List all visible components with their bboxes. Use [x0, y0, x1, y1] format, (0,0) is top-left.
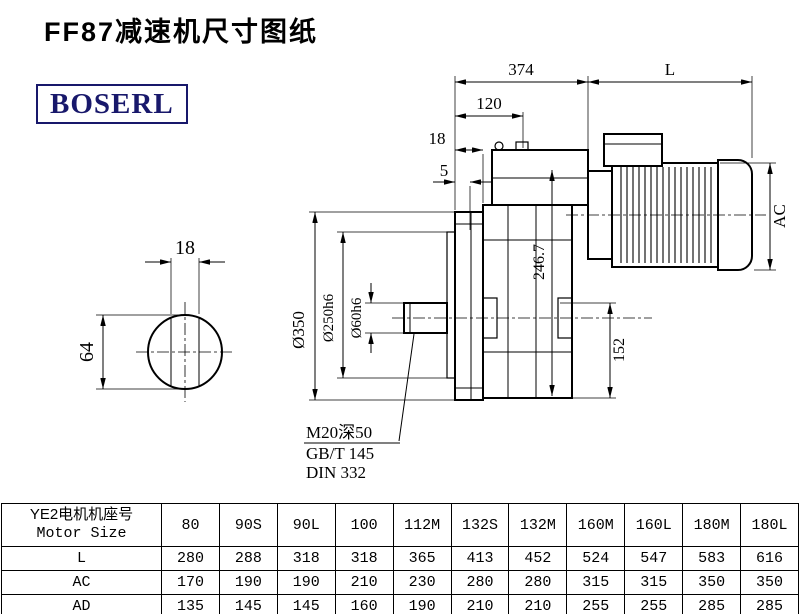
value-cell: 255 — [566, 594, 626, 614]
dim-L-label: L — [665, 60, 675, 79]
motor-view — [587, 133, 753, 271]
value-cell: 318 — [276, 546, 336, 571]
value-cell: 315 — [566, 570, 626, 595]
bearing-left — [482, 297, 498, 339]
dim-5-label: 5 — [440, 161, 449, 180]
terminal-box — [603, 133, 663, 167]
dim-AC-label: AC — [770, 204, 789, 228]
brand-logo-text: BOSERL — [50, 88, 174, 120]
col-header: 160L — [624, 503, 684, 547]
note-gb-standard-label: GB/T 145 — [306, 444, 374, 463]
col-header: 100 — [334, 503, 394, 547]
oil-plug — [515, 141, 529, 151]
dimensions: 374 L 120 18 5 AC 246.7 — [289, 60, 789, 482]
col-header: 160M — [566, 503, 626, 547]
value-cell: 285 — [740, 594, 799, 614]
value-cell: 190 — [392, 594, 452, 614]
value-cell: 280 — [450, 570, 510, 595]
value-cell: 280 — [161, 546, 220, 571]
note-din-standard-label: DIN 332 — [306, 463, 366, 482]
value-cell: 524 — [566, 546, 626, 571]
value-cell: 285 — [682, 594, 742, 614]
row-label: AD — [1, 594, 162, 614]
row-label: L — [1, 546, 162, 571]
value-cell: 210 — [450, 594, 510, 614]
value-cell: 547 — [624, 546, 684, 571]
dim-d60-label: Ø60h6 — [349, 297, 365, 338]
value-cell: 135 — [161, 594, 220, 614]
dim-374-label: 374 — [508, 60, 534, 79]
header-label-cn: YE2电机机座号 — [29, 506, 134, 524]
col-header: 132S — [450, 503, 510, 547]
value-cell: 315 — [624, 570, 684, 595]
shaft-diameter-label: 64 — [76, 342, 98, 362]
shaft-key-width-label: 18 — [175, 237, 195, 259]
value-cell: 160 — [334, 594, 394, 614]
col-header: 180M — [682, 503, 742, 547]
value-cell: 350 — [740, 570, 799, 595]
value-cell: 255 — [624, 594, 684, 614]
col-header: 80 — [161, 503, 220, 547]
dim-d250-label: Ø250h6 — [321, 293, 337, 342]
dim-18-label: 18 — [429, 129, 446, 148]
value-cell: 365 — [392, 546, 452, 571]
value-cell: 280 — [508, 570, 568, 595]
breather-plug — [494, 141, 504, 151]
value-cell: 583 — [682, 546, 742, 571]
flange-spigot — [446, 231, 456, 379]
table-row-AC: AC 170 190 190 210 230 280 280 315 315 3… — [1, 570, 799, 595]
brand-logo: BOSERL — [36, 84, 188, 124]
value-cell: 616 — [740, 546, 799, 571]
col-header: 90L — [276, 503, 336, 547]
value-cell: 452 — [508, 546, 568, 571]
table-row-L: L 280 288 318 318 365 413 452 524 547 58… — [1, 546, 799, 571]
motor-size-table: YE2电机机座号 Motor Size 80 90S 90L 100 112M … — [1, 503, 799, 614]
page-title: FF87减速机尺寸图纸 — [44, 17, 319, 47]
value-cell: 170 — [161, 570, 220, 595]
value-cell: 210 — [334, 570, 394, 595]
value-cell: 230 — [392, 570, 452, 595]
bearing-right — [557, 297, 573, 339]
output-flange — [454, 211, 484, 401]
value-cell: 350 — [682, 570, 742, 595]
value-cell: 210 — [508, 594, 568, 614]
table-header-motor-size: YE2电机机座号 Motor Size — [1, 503, 162, 547]
value-cell: 413 — [450, 546, 510, 571]
header-label-en: Motor Size — [36, 525, 127, 542]
table-header-row: YE2电机机座号 Motor Size 80 90S 90L 100 112M … — [1, 503, 799, 547]
technical-drawing: 18 64 — [76, 60, 789, 482]
value-cell: 145 — [218, 594, 278, 614]
value-cell: 145 — [276, 594, 336, 614]
dim-152-label: 152 — [611, 338, 628, 362]
note-thread-label: M20深50 — [306, 423, 372, 442]
motor-fins — [616, 167, 714, 263]
col-header: 180L — [740, 503, 799, 547]
dim-120-label: 120 — [476, 94, 502, 113]
dim-246-7-label: 246.7 — [531, 244, 548, 280]
col-header: 90S — [218, 503, 278, 547]
shaft-end-view: 18 64 — [76, 237, 234, 402]
gear-housing — [482, 204, 573, 399]
value-cell: 288 — [218, 546, 278, 571]
col-header: 132M — [508, 503, 568, 547]
value-cell: 190 — [218, 570, 278, 595]
table-row-AD: AD 135 145 145 160 190 210 210 255 255 2… — [1, 594, 799, 614]
value-cell: 190 — [276, 570, 336, 595]
value-cell: 318 — [334, 546, 394, 571]
row-label: AC — [1, 570, 162, 595]
dim-d350-label: Ø350 — [289, 311, 308, 349]
fan-cover — [717, 159, 753, 271]
col-header: 112M — [392, 503, 452, 547]
